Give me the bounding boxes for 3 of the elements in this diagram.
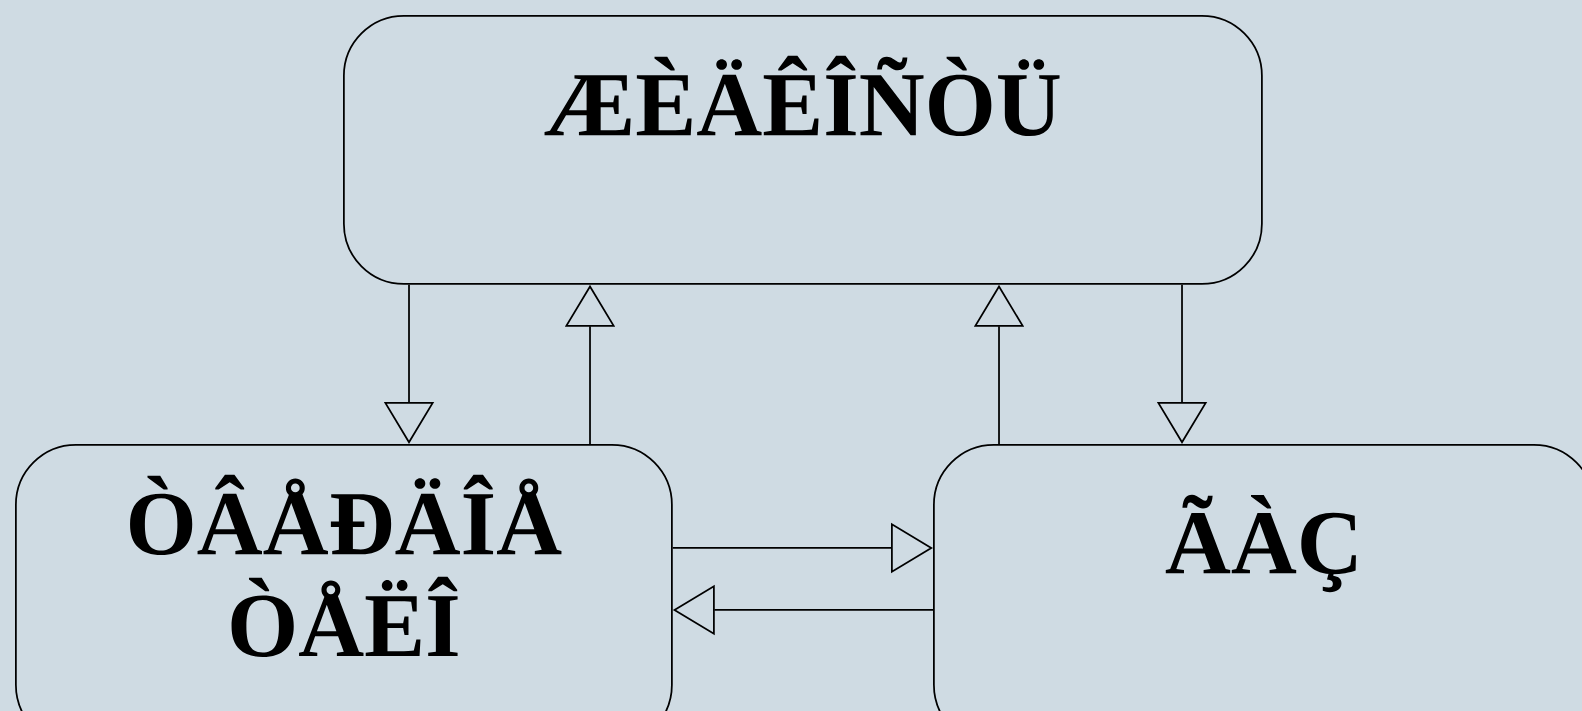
rounded-box: ÒÂÅÐÄÎÅ ÒÅËÎ — [15, 444, 673, 711]
rounded-box: ÃÀÇ — [933, 444, 1582, 711]
rounded-box: ÆÈÄÊÎÑÒÜ — [343, 14, 1263, 285]
